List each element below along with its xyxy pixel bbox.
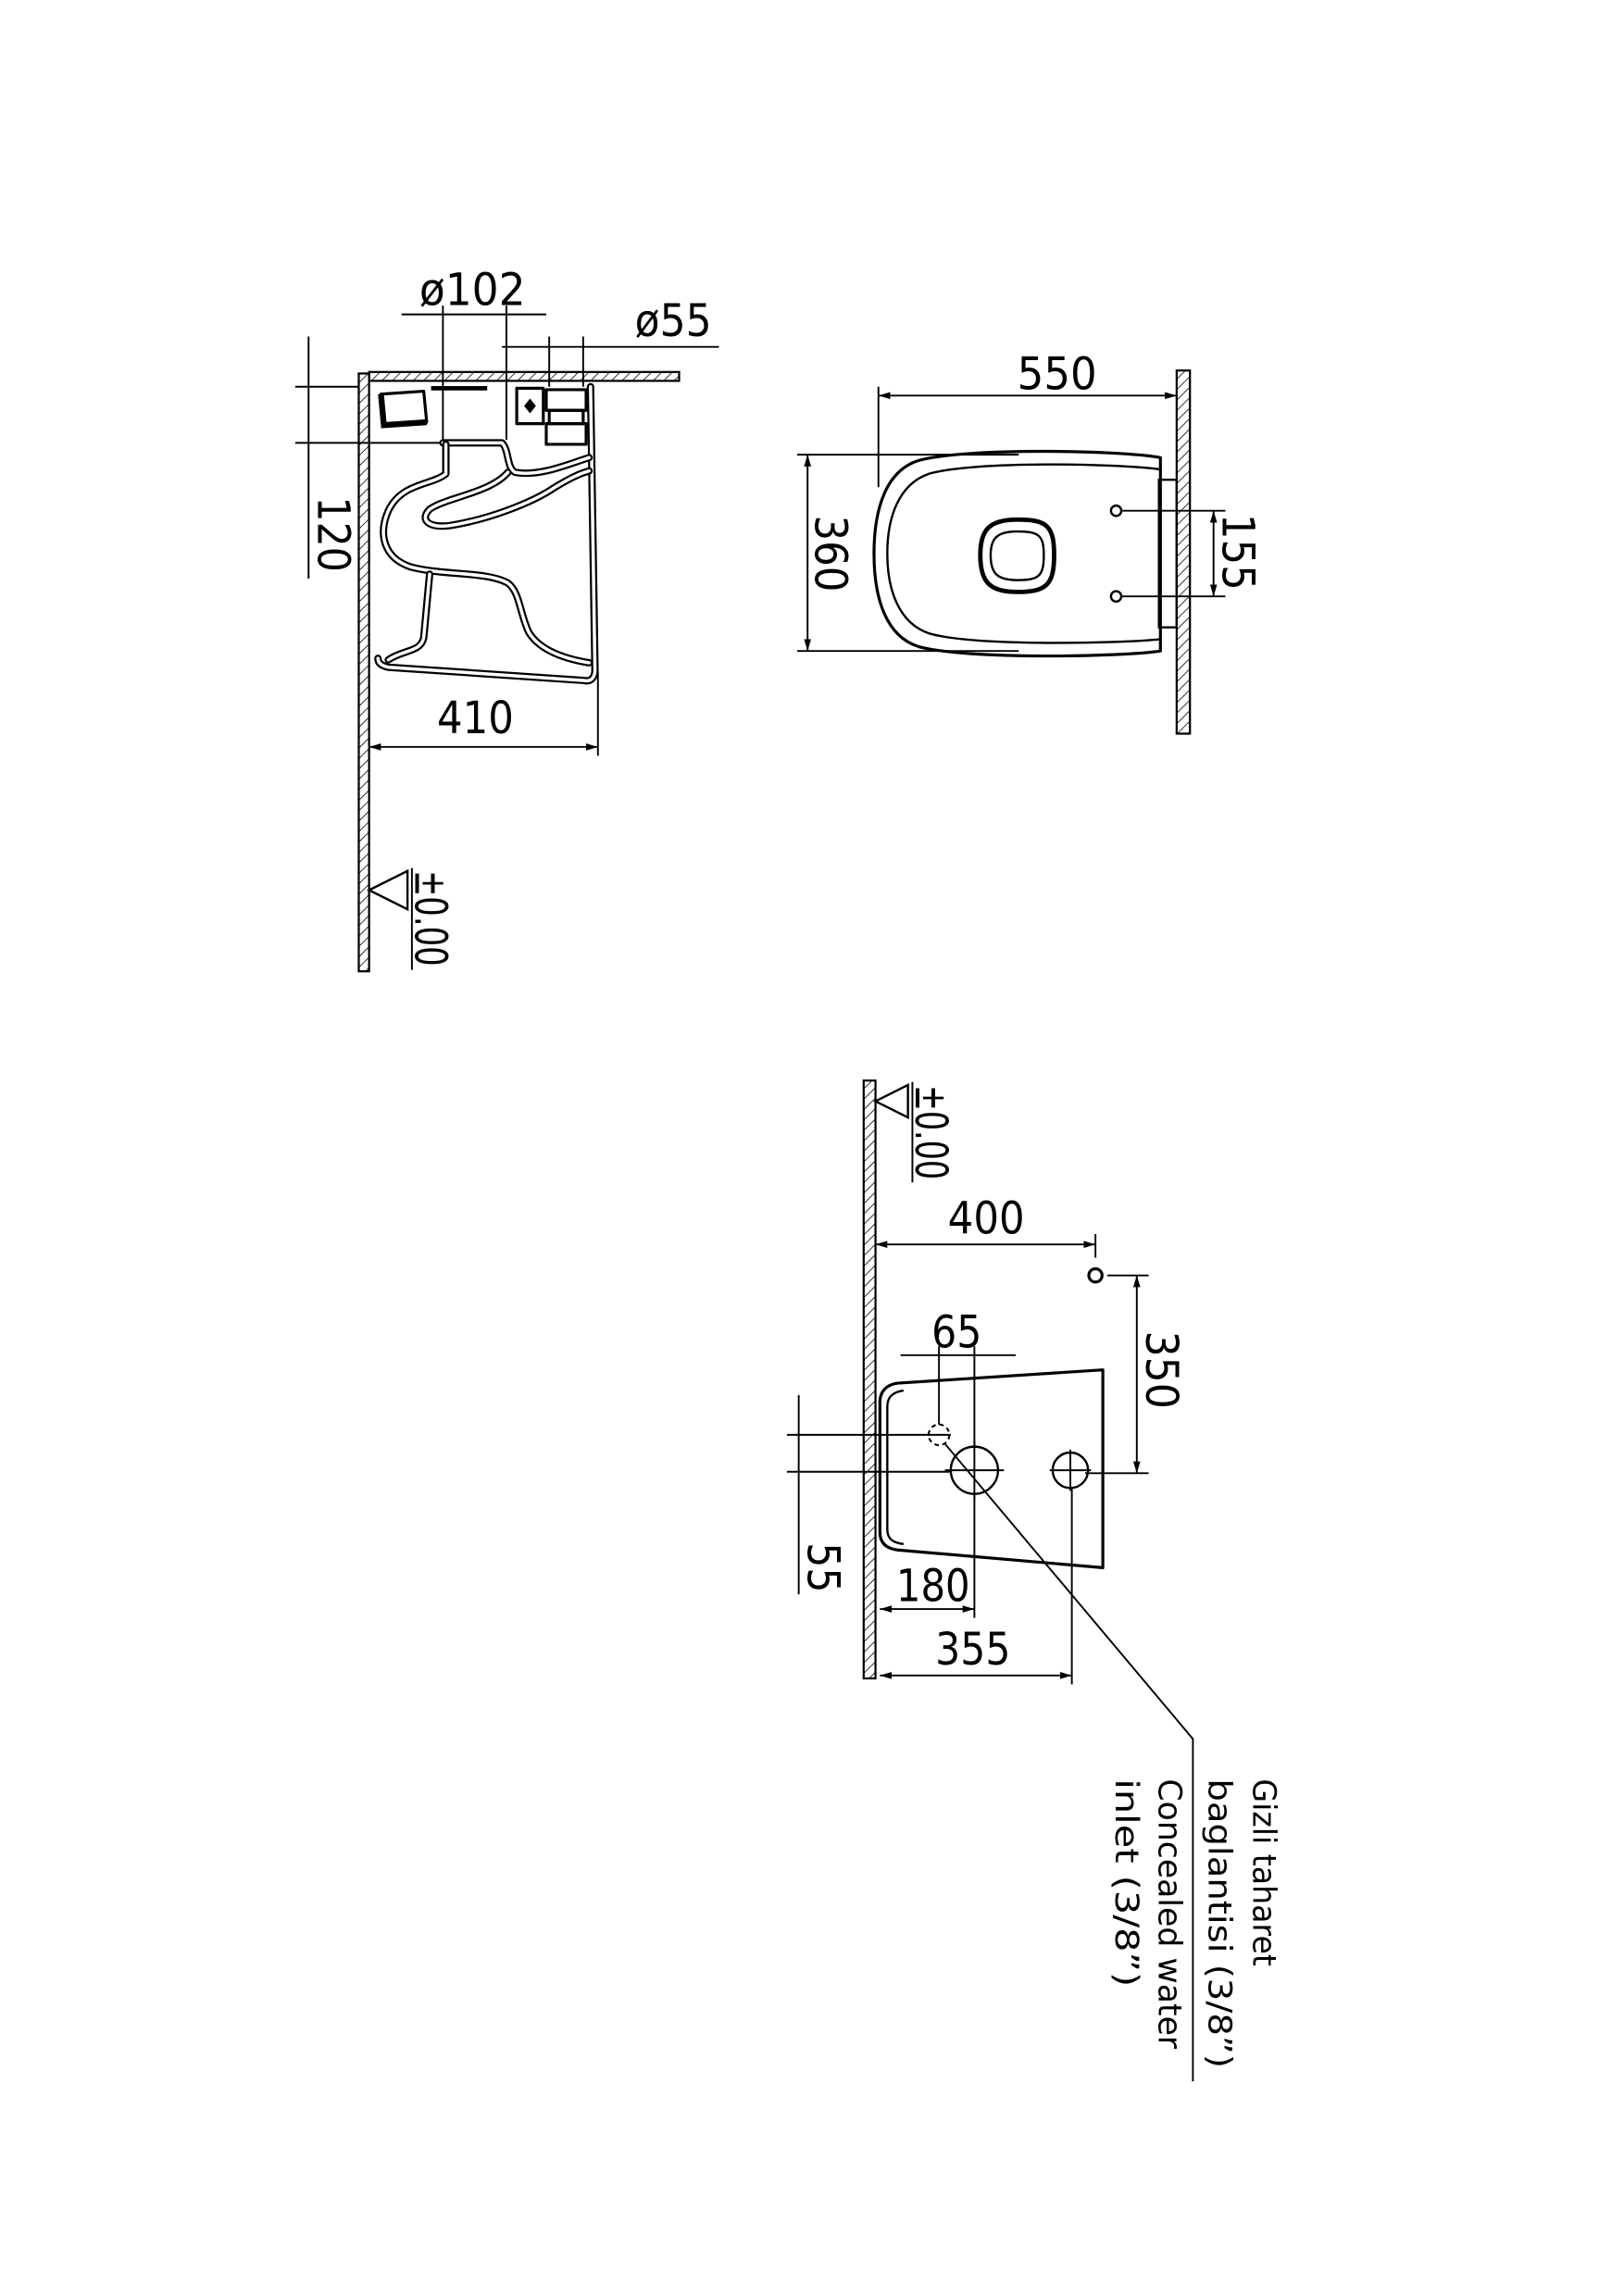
dimension-180-label: 180 (896, 1562, 970, 1613)
dimension-400: 400 (875, 1194, 1097, 1258)
dimension-width-label: 360 (805, 515, 856, 592)
level-triangle-icon (366, 868, 409, 912)
front-view: ±0.00 400 350 (786, 1079, 1282, 2082)
dimension-355-label: 355 (935, 1625, 1010, 1676)
bowl-rim (443, 443, 589, 473)
dimension-depth-label: 410 (437, 693, 514, 744)
water-inlet-connector (515, 386, 545, 426)
dimension-inlet-label: ø55 (635, 296, 712, 347)
dimension-length: 550 (877, 350, 1177, 488)
trap-outline-inner (381, 443, 591, 665)
dimension-180: 180 (880, 1493, 976, 1618)
note-tr-line-1: Gizli taharet (1244, 1778, 1282, 1966)
dimension-65: 65 (900, 1307, 1017, 1447)
dimension-fixing-label: 155 (1212, 514, 1263, 591)
dimension-400-label: 400 (948, 1194, 1025, 1245)
bowl-opening (978, 517, 1056, 594)
bowl-section (378, 387, 594, 681)
trap-leg (388, 574, 430, 659)
bowl-opening-inner (989, 530, 1045, 581)
level-marker-side: ±0.00 (366, 867, 456, 970)
dimension-65-label: 65 (931, 1307, 981, 1358)
flush-connector (544, 388, 588, 446)
level-label-side: ±0.00 (405, 870, 456, 967)
frame-bracket (378, 385, 488, 429)
outlet-hole (944, 1441, 1005, 1501)
level-label-front: ±0.00 (905, 1085, 956, 1179)
dimension-width: 360 (797, 454, 1019, 653)
note-en-line-2: inlet (3/8”) (1107, 1778, 1145, 1987)
bowl-outer-outline (872, 449, 1162, 658)
dimension-355: 355 (880, 1488, 1073, 1685)
note-en-line-1: Concealed water (1150, 1778, 1188, 2049)
dimension-depth: 410 (369, 671, 599, 756)
side-top-plate (368, 370, 681, 382)
dimension-55-label: 55 (797, 1542, 848, 1592)
side-wall (357, 372, 370, 973)
bowl-outline-inner (376, 385, 597, 683)
dimension-fixing: 155 (1121, 509, 1263, 598)
side-view: ø102 ø55 120 410 ±0.00 (294, 266, 719, 973)
dimension-350: 350 (1084, 1274, 1186, 1475)
bowl-front-outline (878, 1368, 1105, 1569)
fixing-hole-top (1109, 504, 1123, 518)
bowl-front-inner-line (886, 1389, 905, 1546)
dimension-outlet: ø102 (401, 266, 546, 441)
dimension-height-label: 120 (306, 497, 357, 572)
note-tr-line-2: baglantisi (3/8”) (1201, 1778, 1239, 2068)
concealed-inlet-note: Gizli taharet baglantisi (3/8”) Conceale… (1107, 1778, 1282, 2068)
dimension-350-label: 350 (1135, 1330, 1186, 1409)
flush-inlet-hole (1049, 1449, 1092, 1491)
cistern-connection-point (1087, 1266, 1104, 1284)
top-wall (1175, 369, 1192, 735)
dimension-55: 55 (786, 1394, 951, 1595)
bowl-rim-outline (886, 463, 1161, 644)
top-view: 550 360 155 (797, 350, 1263, 735)
trap-tongue (425, 471, 589, 527)
trap-outline (383, 444, 589, 663)
level-marker-front: ±0.00 (872, 1081, 956, 1183)
dimension-length-label: 550 (1018, 350, 1097, 401)
note-leader-line (943, 1442, 1194, 2082)
level-triangle-icon (872, 1083, 909, 1119)
dimension-inlet: ø55 (502, 296, 719, 387)
fixing-hole-bottom (1109, 590, 1123, 603)
front-wall (862, 1079, 877, 1680)
dimension-height: 120 (294, 336, 441, 580)
concealed-inlet (927, 1423, 951, 1447)
bowl-outline (378, 387, 594, 681)
dimension-outlet-label: ø102 (419, 266, 526, 317)
